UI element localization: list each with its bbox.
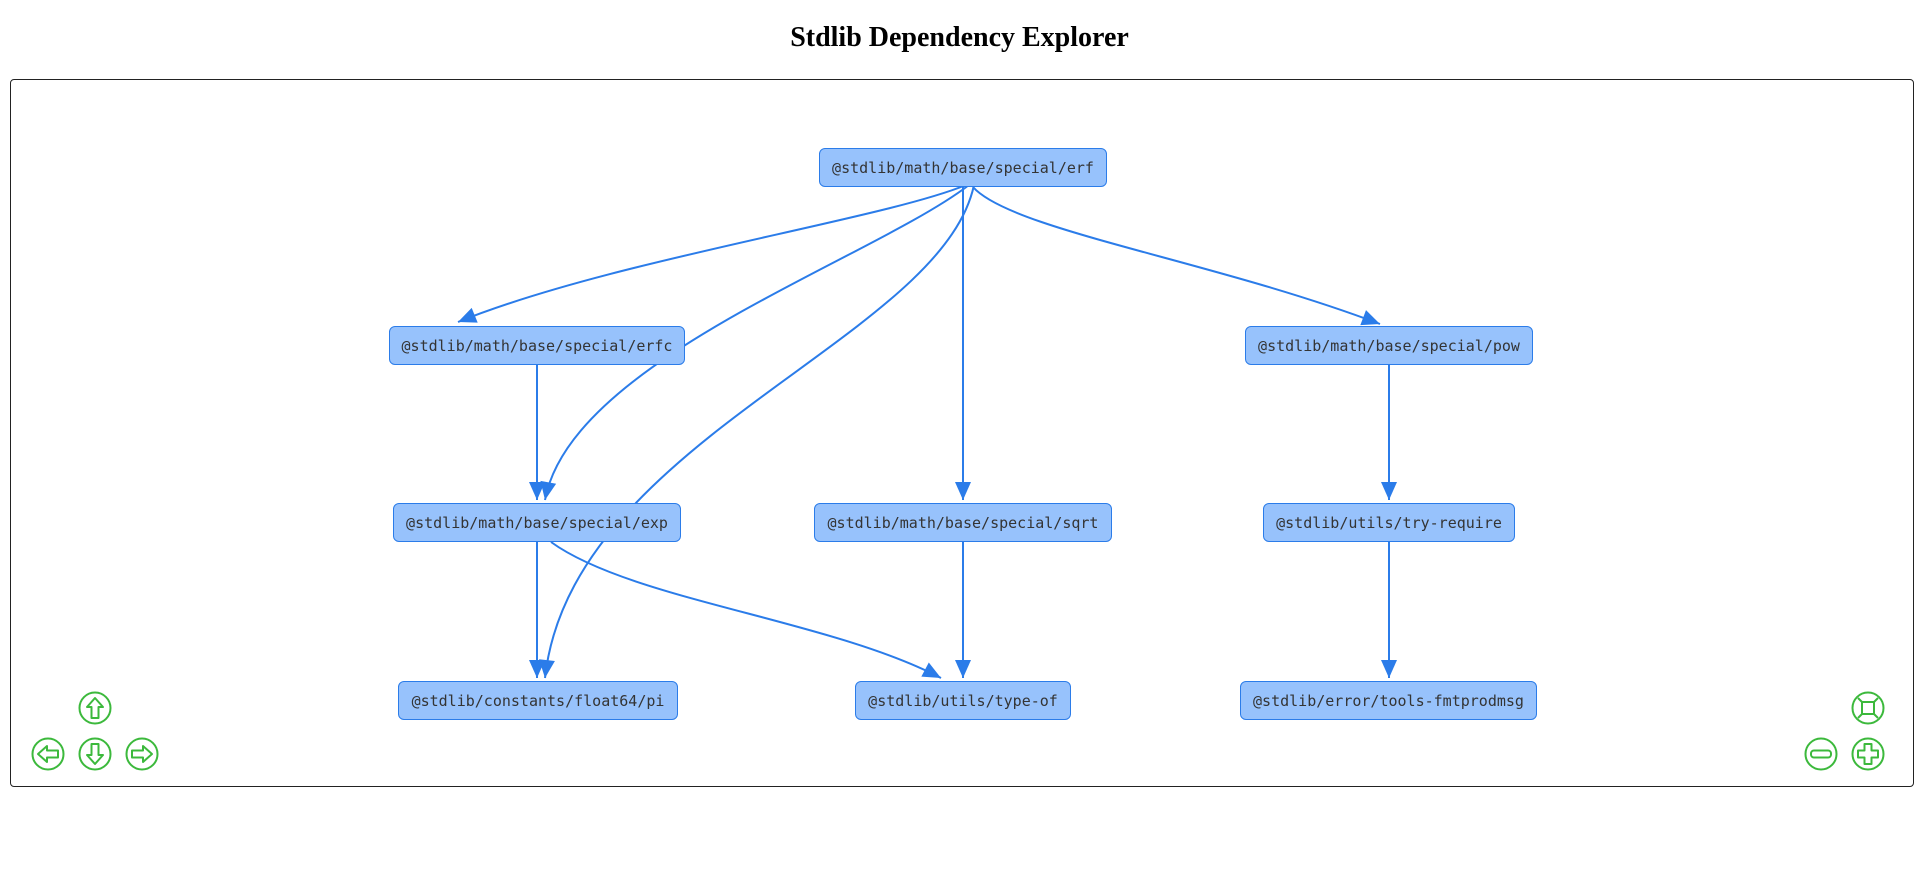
node-type-of[interactable]: @stdlib/utils/type-of — [855, 681, 1071, 720]
edge-sqrt-type-of[interactable] — [955, 541, 971, 678]
edge-erf-erfc[interactable] — [457, 184, 967, 323]
graph-edges-layer — [457, 184, 1397, 679]
edge-erf-exp[interactable] — [540, 184, 970, 501]
plus-icon — [1851, 737, 1885, 771]
nav-left-button[interactable] — [31, 737, 65, 771]
node-sqrt[interactable]: @stdlib/math/base/special/sqrt — [814, 503, 1112, 542]
edge-erf-sqrt[interactable] — [955, 186, 971, 500]
nav-right-button[interactable] — [125, 737, 159, 771]
node-erfc[interactable]: @stdlib/math/base/special/erfc — [389, 326, 685, 365]
node-pi[interactable]: @stdlib/constants/float64/pi — [398, 681, 678, 720]
node-fmtprodmsg[interactable]: @stdlib/error/tools-fmtprodmsg — [1240, 681, 1537, 720]
edge-erf-pow[interactable] — [972, 186, 1381, 326]
arrowhead-icon — [1381, 660, 1397, 678]
edge-exp-type-of[interactable] — [550, 541, 942, 679]
edge-erfc-exp[interactable] — [529, 365, 545, 500]
node-try-require[interactable]: @stdlib/utils/try-require — [1263, 503, 1515, 542]
zoom-out-button[interactable] — [1804, 737, 1838, 771]
network-graph-canvas[interactable]: @stdlib/math/base/special/erf @stdlib/ma… — [10, 79, 1914, 787]
nav-down-button[interactable] — [78, 737, 112, 771]
nav-up-button[interactable] — [78, 691, 112, 725]
edge-try-require-fmtprodmsg[interactable] — [1381, 542, 1397, 678]
node-erf[interactable]: @stdlib/math/base/special/erf — [819, 148, 1107, 187]
arrowhead-icon — [458, 307, 478, 323]
zoom-extends-button[interactable] — [1851, 691, 1885, 725]
arrowhead-icon — [529, 482, 545, 500]
edge-exp-pi[interactable] — [529, 542, 545, 678]
arrowhead-icon — [529, 660, 545, 678]
node-exp[interactable]: @stdlib/math/base/special/exp — [393, 503, 681, 542]
zoom-extends-icon — [1851, 691, 1885, 725]
zoom-in-button[interactable] — [1851, 737, 1885, 771]
arrow-up-icon — [78, 691, 112, 725]
edge-pow-try-require[interactable] — [1381, 365, 1397, 500]
page-title: Stdlib Dependency Explorer — [790, 22, 1129, 53]
node-pow[interactable]: @stdlib/math/base/special/pow — [1245, 326, 1533, 365]
arrowhead-icon — [955, 660, 971, 678]
arrow-right-icon — [125, 737, 159, 771]
arrow-left-icon — [31, 737, 65, 771]
edge-erf-pi[interactable] — [539, 184, 975, 679]
minus-icon — [1804, 737, 1838, 771]
arrowhead-icon — [1360, 310, 1380, 326]
arrowhead-icon — [921, 662, 941, 678]
arrow-down-icon — [78, 737, 112, 771]
arrowhead-icon — [1381, 482, 1397, 500]
arrowhead-icon — [955, 482, 971, 500]
arrowhead-icon — [540, 480, 557, 500]
